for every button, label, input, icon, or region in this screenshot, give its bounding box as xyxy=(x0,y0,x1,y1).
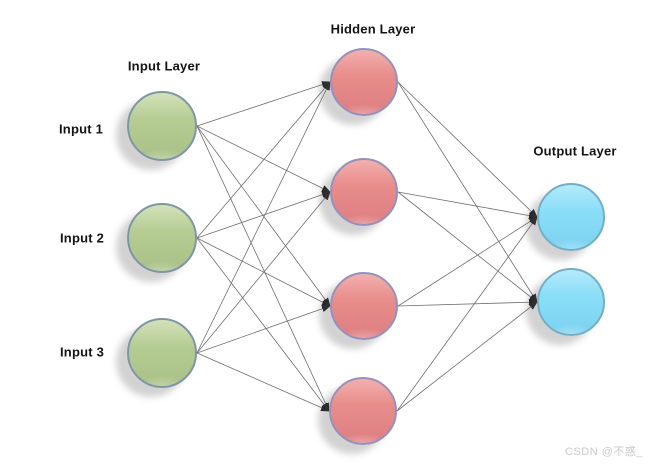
edge-input-3-hidden-3 xyxy=(196,305,331,354)
edge-input-1-hidden-3 xyxy=(196,125,331,307)
edge-input-3-hidden-1 xyxy=(196,81,331,354)
edge-hidden-2-output-1 xyxy=(397,191,538,220)
watermark: CSDN @不惑_ xyxy=(564,446,643,458)
node-hidden-4 xyxy=(329,377,397,445)
input-2-label: Input 2 xyxy=(59,230,105,246)
node-hidden-2 xyxy=(330,158,398,226)
node-output-2 xyxy=(537,268,605,336)
edge-hidden-3-output-2 xyxy=(397,298,538,307)
edge-input-3-hidden-2 xyxy=(196,191,331,354)
input-1-label: Input 1 xyxy=(58,121,104,137)
edge-hidden-4-output-2 xyxy=(396,301,538,412)
node-hidden-3 xyxy=(330,272,398,340)
edge-hidden-1-output-1 xyxy=(397,81,538,218)
node-input-3 xyxy=(127,318,197,388)
output-layer-label: Output Layer xyxy=(533,143,617,159)
edge-hidden-4-output-1 xyxy=(396,216,538,412)
edge-input-3-hidden-4 xyxy=(196,352,330,412)
edge-input-2-hidden-1 xyxy=(196,81,331,239)
input-3-label: Input 3 xyxy=(59,344,105,360)
node-input-2 xyxy=(127,203,197,273)
edge-input-2-hidden-4 xyxy=(196,237,330,412)
input-layer-label: Input Layer xyxy=(127,58,201,74)
edge-input-1-hidden-2 xyxy=(196,125,331,193)
edge-hidden-3-output-1 xyxy=(397,216,538,307)
edge-input-1-hidden-4 xyxy=(196,125,330,412)
edge-hidden-1-output-2 xyxy=(397,81,538,303)
edge-input-2-hidden-2 xyxy=(196,191,331,239)
node-input-1 xyxy=(127,91,197,161)
edge-hidden-2-output-2 xyxy=(397,191,538,303)
node-hidden-1 xyxy=(330,48,398,116)
hidden-layer-label: Hidden Layer xyxy=(330,21,416,37)
node-output-1 xyxy=(537,183,605,251)
edge-input-1-hidden-1 xyxy=(196,81,331,127)
